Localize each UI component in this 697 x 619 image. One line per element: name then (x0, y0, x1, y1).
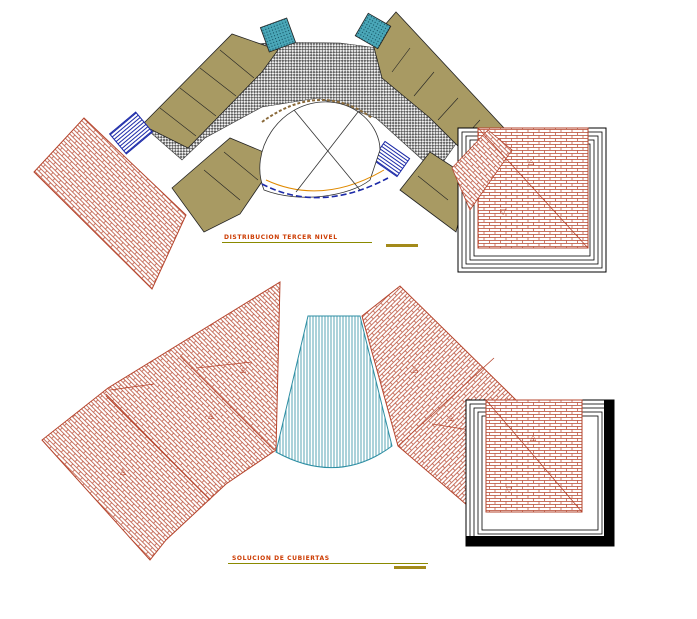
stair-left-icon (108, 111, 154, 155)
skylight-left-icon (259, 17, 297, 53)
upper-atrium (259, 99, 389, 199)
slope-arrow-icon: ◬ (530, 433, 537, 442)
upper-room-partitions (159, 47, 481, 201)
upper-right-roof: ◬ ▽ (451, 127, 607, 273)
slope-arrow-icon: ◬ (240, 365, 247, 374)
slope-arrow-icon: ◬ (120, 467, 127, 476)
slope-arrow-icon: ◬ (412, 365, 419, 374)
lower-plan-title: SOLUCION DE CUBIERTAS (232, 555, 330, 562)
atrium-cover (275, 315, 393, 468)
slope-arrow-icon: ◬ (448, 413, 455, 422)
upper-scale-bar (386, 244, 418, 247)
upper-plan-title-rule (222, 242, 372, 243)
roof-left-main (41, 281, 281, 561)
lower-plan-title-rule (228, 563, 428, 564)
slope-arrow-icon: ▽ (500, 207, 507, 216)
roof-plan: ◬ ▽ ◬ ◬ ◬ ◬ ◬ (41, 281, 615, 561)
lower-scale-bar (394, 566, 426, 569)
roof-right-square: ◬ ▽ (465, 399, 615, 547)
slope-arrow-icon: ◬ (208, 411, 215, 420)
skylight-right-icon (354, 12, 392, 50)
upper-left-wing-rooms (141, 33, 279, 149)
slope-arrow-icon: ▽ (506, 485, 513, 494)
slope-arrow-icon: ◬ (528, 157, 535, 166)
upper-plan-title: DISTRIBUCION TERCER NIVEL (224, 234, 338, 241)
upper-left-roof (33, 117, 187, 290)
upper-floor-plan: ◬ ▽ (33, 11, 607, 290)
upper-left-lower-rooms (171, 137, 279, 233)
